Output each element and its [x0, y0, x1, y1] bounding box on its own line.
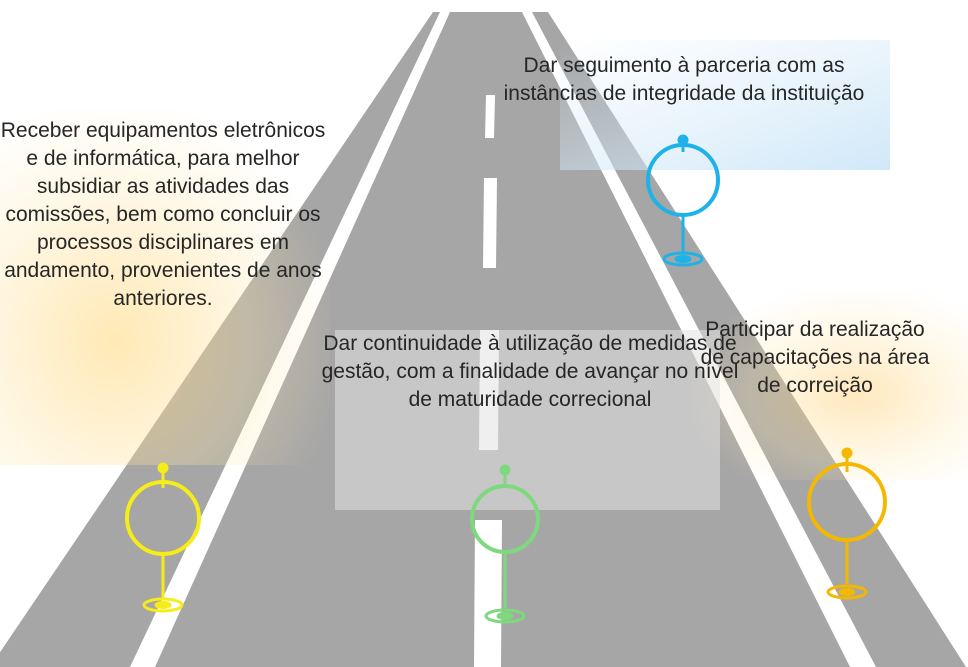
highlight-glow-right	[690, 290, 968, 480]
road-dash	[474, 520, 502, 667]
milestone-text-top: Dar seguimento à parceria com as instânc…	[503, 54, 865, 105]
milestone-text-center: Dar continuidade à utilização de medidas…	[321, 332, 739, 411]
highlight-panel-center	[335, 330, 720, 510]
milestone-text-right: Participar da realização de capacitações…	[700, 318, 930, 397]
highlight-glow-left	[0, 110, 330, 465]
highlight-glow-top	[560, 40, 890, 170]
milestone-pin-center	[470, 464, 540, 624]
road-dash	[483, 178, 497, 268]
milestone-pin-top	[646, 134, 720, 267]
milestone-pin-right	[807, 447, 887, 600]
milestone-pin-left	[125, 462, 201, 613]
milestone-text-left: Receber equipamentos eletrônicos e de in…	[0, 119, 326, 310]
road-dash	[485, 95, 495, 138]
